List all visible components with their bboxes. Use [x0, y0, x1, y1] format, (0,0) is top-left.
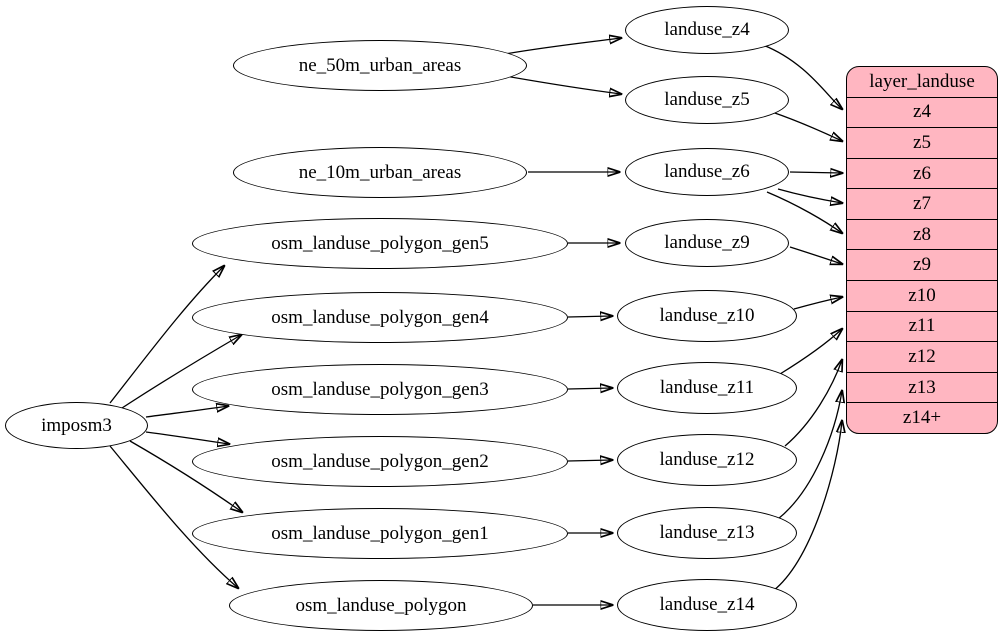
edge-imposm3-gen4	[121, 335, 241, 409]
layer-landuse-row-z4: z4	[847, 96, 997, 128]
node-osm-landuse-polygon: osm_landuse_polygon	[229, 580, 533, 631]
node-osm-landuse-polygon-gen2: osm_landuse_polygon_gen2	[192, 436, 568, 487]
layer-landuse-row-z14plus: z14+	[847, 402, 997, 433]
edge-gen3-landuse-z11	[567, 388, 612, 389]
layer-landuse-row-z9: z9	[847, 249, 997, 280]
node-landuse-z13: landuse_z13	[617, 507, 797, 559]
edge-landuse-z4-row-z4	[762, 44, 842, 109]
layer-landuse-row-z13: z13	[847, 371, 997, 403]
node-ne-50m-urban-areas: ne_50m_urban_areas	[233, 40, 527, 91]
layer-landuse-row-z8: z8	[847, 218, 997, 250]
node-landuse-z4: landuse_z4	[625, 6, 789, 54]
node-layer-landuse: layer_landuse z4 z5 z6 z7 z8 z9 z10 z11 …	[846, 66, 998, 434]
layer-landuse-row-z10: z10	[847, 280, 997, 311]
edge-gen4-landuse-z10	[567, 316, 612, 317]
edge-imposm3-gen5	[109, 266, 224, 404]
layer-landuse-row-z7: z7	[847, 188, 997, 219]
edge-landuse-z9-row-z9	[789, 246, 842, 264]
node-landuse-z9: landuse_z9	[625, 219, 789, 267]
layer-landuse-row-z11: z11	[847, 310, 997, 342]
edge-landuse-z6-row-z8	[766, 191, 842, 233]
edge-landuse-z5-row-z5	[771, 111, 842, 141]
edge-landuse-z14-row-z14plus	[772, 421, 842, 592]
edge-landuse-z11-row-z11	[779, 329, 842, 375]
edge-gen2-landuse-z12	[567, 460, 612, 461]
edge-ne50m-landuse-z4	[504, 38, 621, 55]
edge-landuse-z10-row-z10	[793, 297, 842, 310]
layer-landuse-header: layer_landuse	[869, 70, 975, 92]
node-osm-landuse-polygon-gen5: osm_landuse_polygon_gen5	[192, 218, 568, 269]
node-imposm3: imposm3	[5, 402, 148, 449]
edge-imposm3-gen1	[129, 440, 242, 512]
layer-landuse-row-z5: z5	[847, 127, 997, 158]
node-osm-landuse-polygon-gen4: osm_landuse_polygon_gen4	[192, 292, 568, 343]
layer-landuse-row-z6: z6	[847, 157, 997, 189]
edge-landuse-z12-row-z12	[784, 360, 842, 447]
edge-imposm3-gen2	[145, 431, 229, 444]
layer-landuse-row-z12: z12	[847, 341, 997, 372]
node-osm-landuse-polygon-gen3: osm_landuse_polygon_gen3	[192, 364, 568, 415]
node-ne-10m-urban-areas: ne_10m_urban_areas	[233, 147, 527, 198]
node-landuse-z12: landuse_z12	[617, 434, 797, 486]
edge-landuse-z6-row-z7	[777, 188, 842, 203]
node-osm-landuse-polygon-gen1: osm_landuse_polygon_gen1	[192, 508, 568, 559]
edge-landuse-z6-row-z6	[789, 172, 842, 173]
node-landuse-z6: landuse_z6	[625, 148, 789, 196]
edge-imposm3-polygon	[109, 445, 238, 588]
node-landuse-z11: landuse_z11	[617, 362, 797, 414]
node-landuse-z14: landuse_z14	[617, 579, 797, 631]
node-landuse-z5: landuse_z5	[625, 76, 789, 124]
edge-landuse-z13-row-z13	[777, 391, 842, 520]
edge-imposm3-gen3	[145, 406, 228, 418]
node-landuse-z10: landuse_z10	[617, 290, 797, 342]
edge-ne50m-landuse-z5	[504, 75, 621, 94]
